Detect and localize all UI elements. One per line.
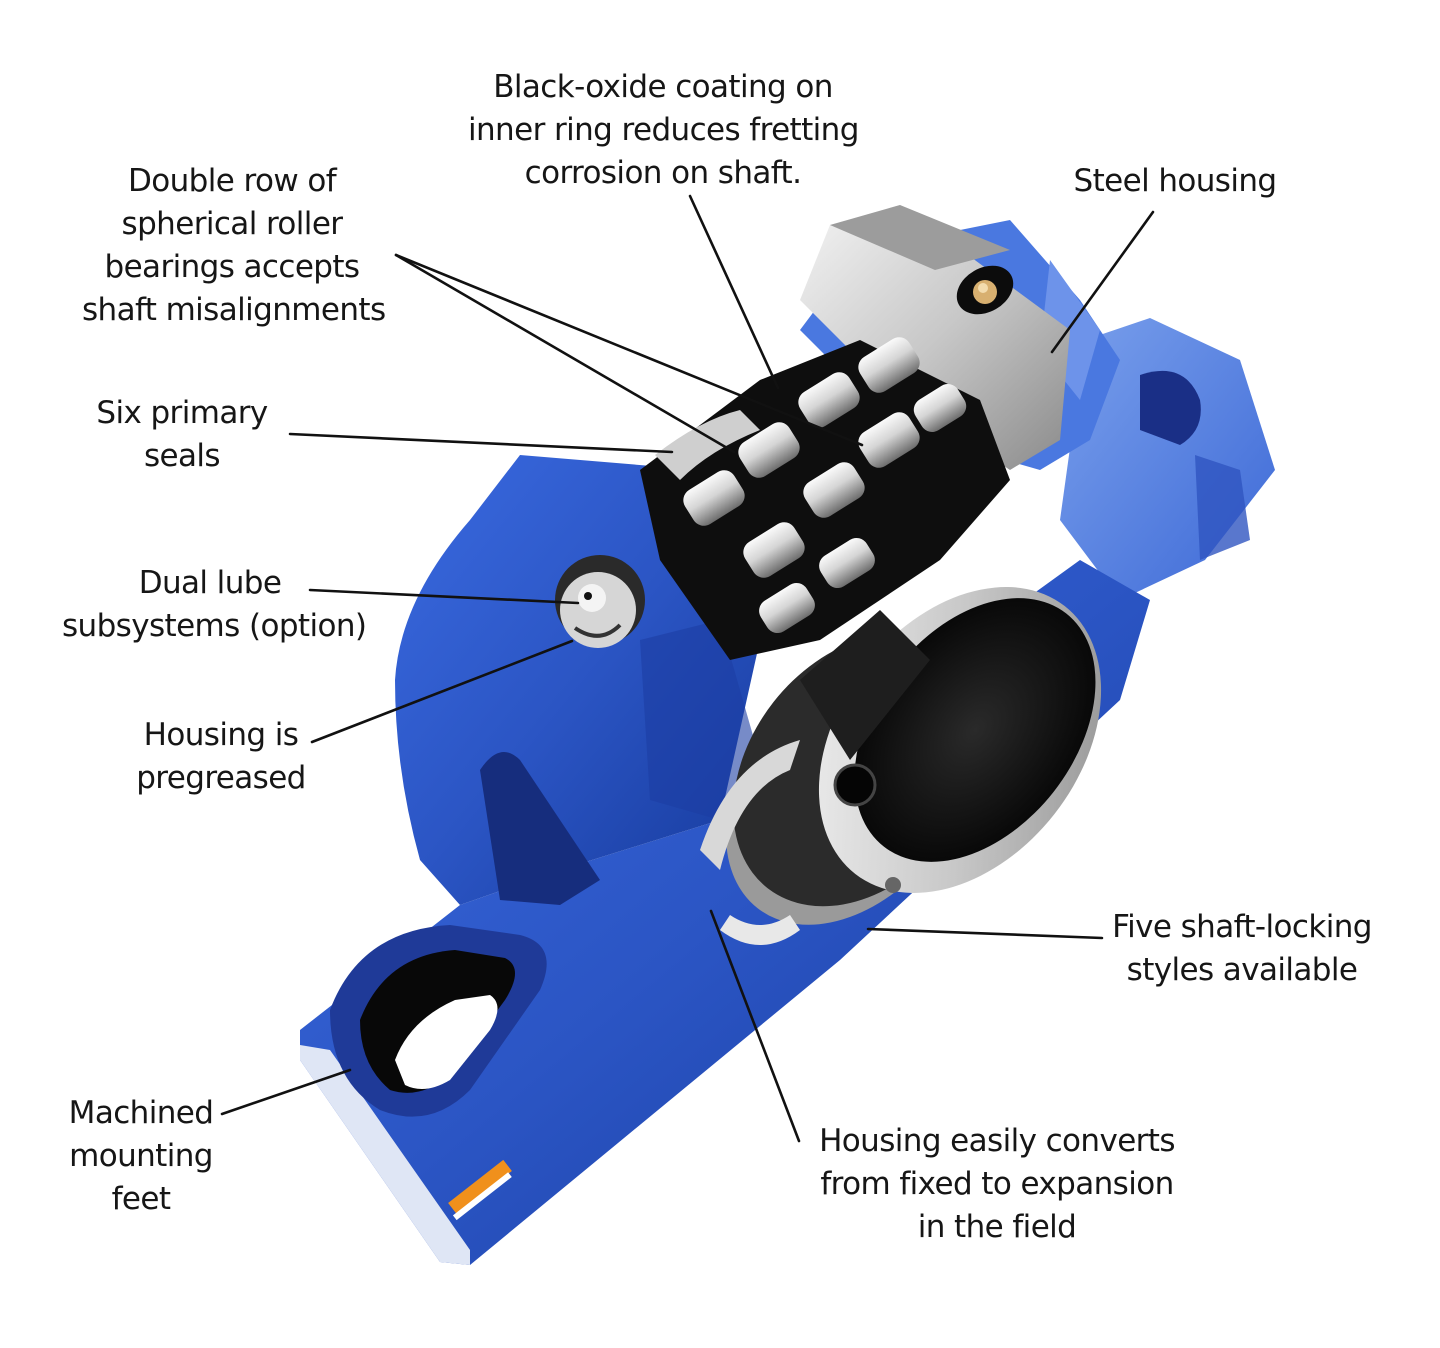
left-mounting-foot-slot: [330, 925, 547, 1221]
callout-five-shaft-locking-styles: Five shaft-locking styles available: [1112, 909, 1372, 988]
callout-housing-converts-fixed-expansion: Housing easily converts from fixed to ex…: [819, 1123, 1175, 1245]
callout-dual-lube-subsystems: Dual lube subsystems (option): [62, 565, 367, 644]
callout-double-row-spherical-roller: Double row of spherical roller bearings …: [82, 163, 386, 328]
callout-six-primary-seals: Six primary seals: [96, 395, 268, 474]
callout-black-oxide-coating: Black-oxide coating on inner ring reduce…: [468, 69, 859, 191]
callout-housing-pregreased: Housing is pregreased: [136, 717, 306, 796]
callout-steel-housing: Steel housing: [1073, 163, 1278, 199]
lube-fitting: [555, 555, 645, 648]
shaft-locking-collar: [700, 587, 1102, 945]
callout-machined-mounting-feet: Machined mounting feet: [68, 1095, 214, 1217]
right-mounting-foot: [1060, 318, 1275, 600]
spherical-roller-bearing: [640, 337, 1010, 660]
steel-cap: [800, 205, 1070, 470]
leader-lines: [220, 194, 1155, 1143]
